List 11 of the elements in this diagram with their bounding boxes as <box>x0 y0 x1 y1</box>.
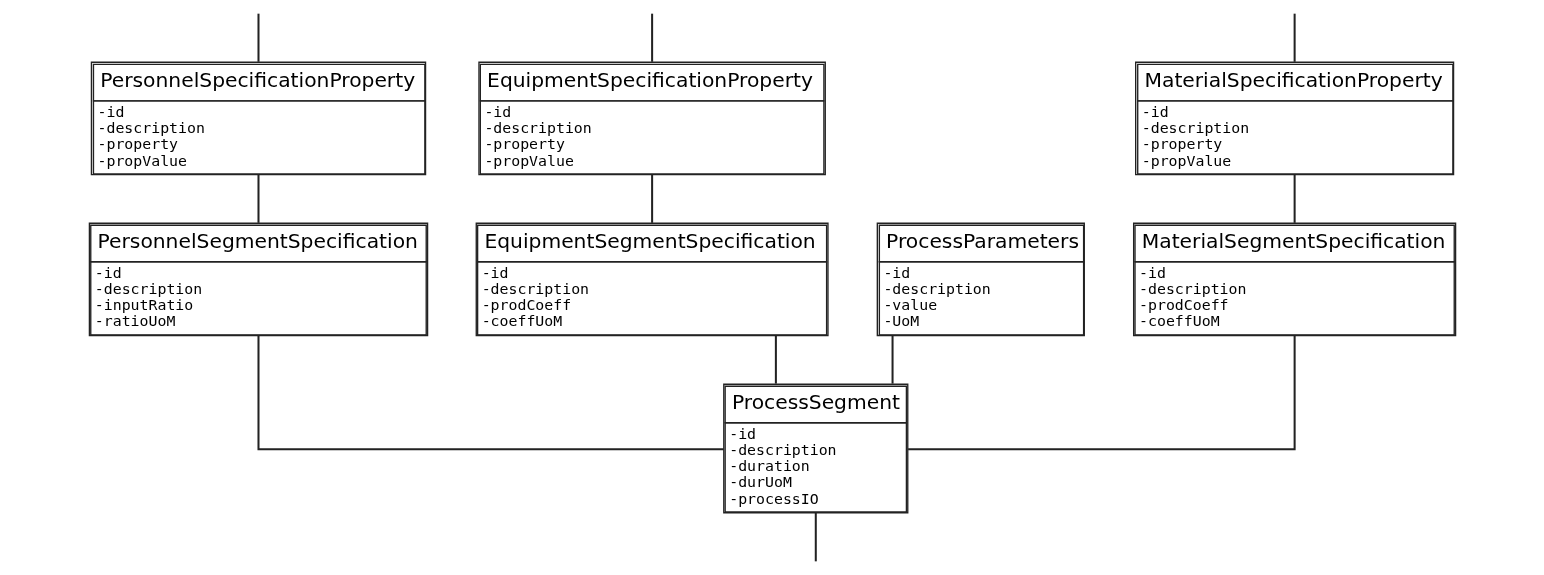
connector <box>891 335 894 384</box>
connector <box>256 174 259 223</box>
connector <box>814 512 817 562</box>
connector <box>774 335 777 384</box>
connector <box>1293 13 1296 62</box>
connector <box>907 335 1296 451</box>
connector <box>650 174 653 223</box>
connector <box>256 335 724 451</box>
connector <box>650 13 653 62</box>
connector <box>1293 174 1296 223</box>
connector <box>256 13 259 62</box>
